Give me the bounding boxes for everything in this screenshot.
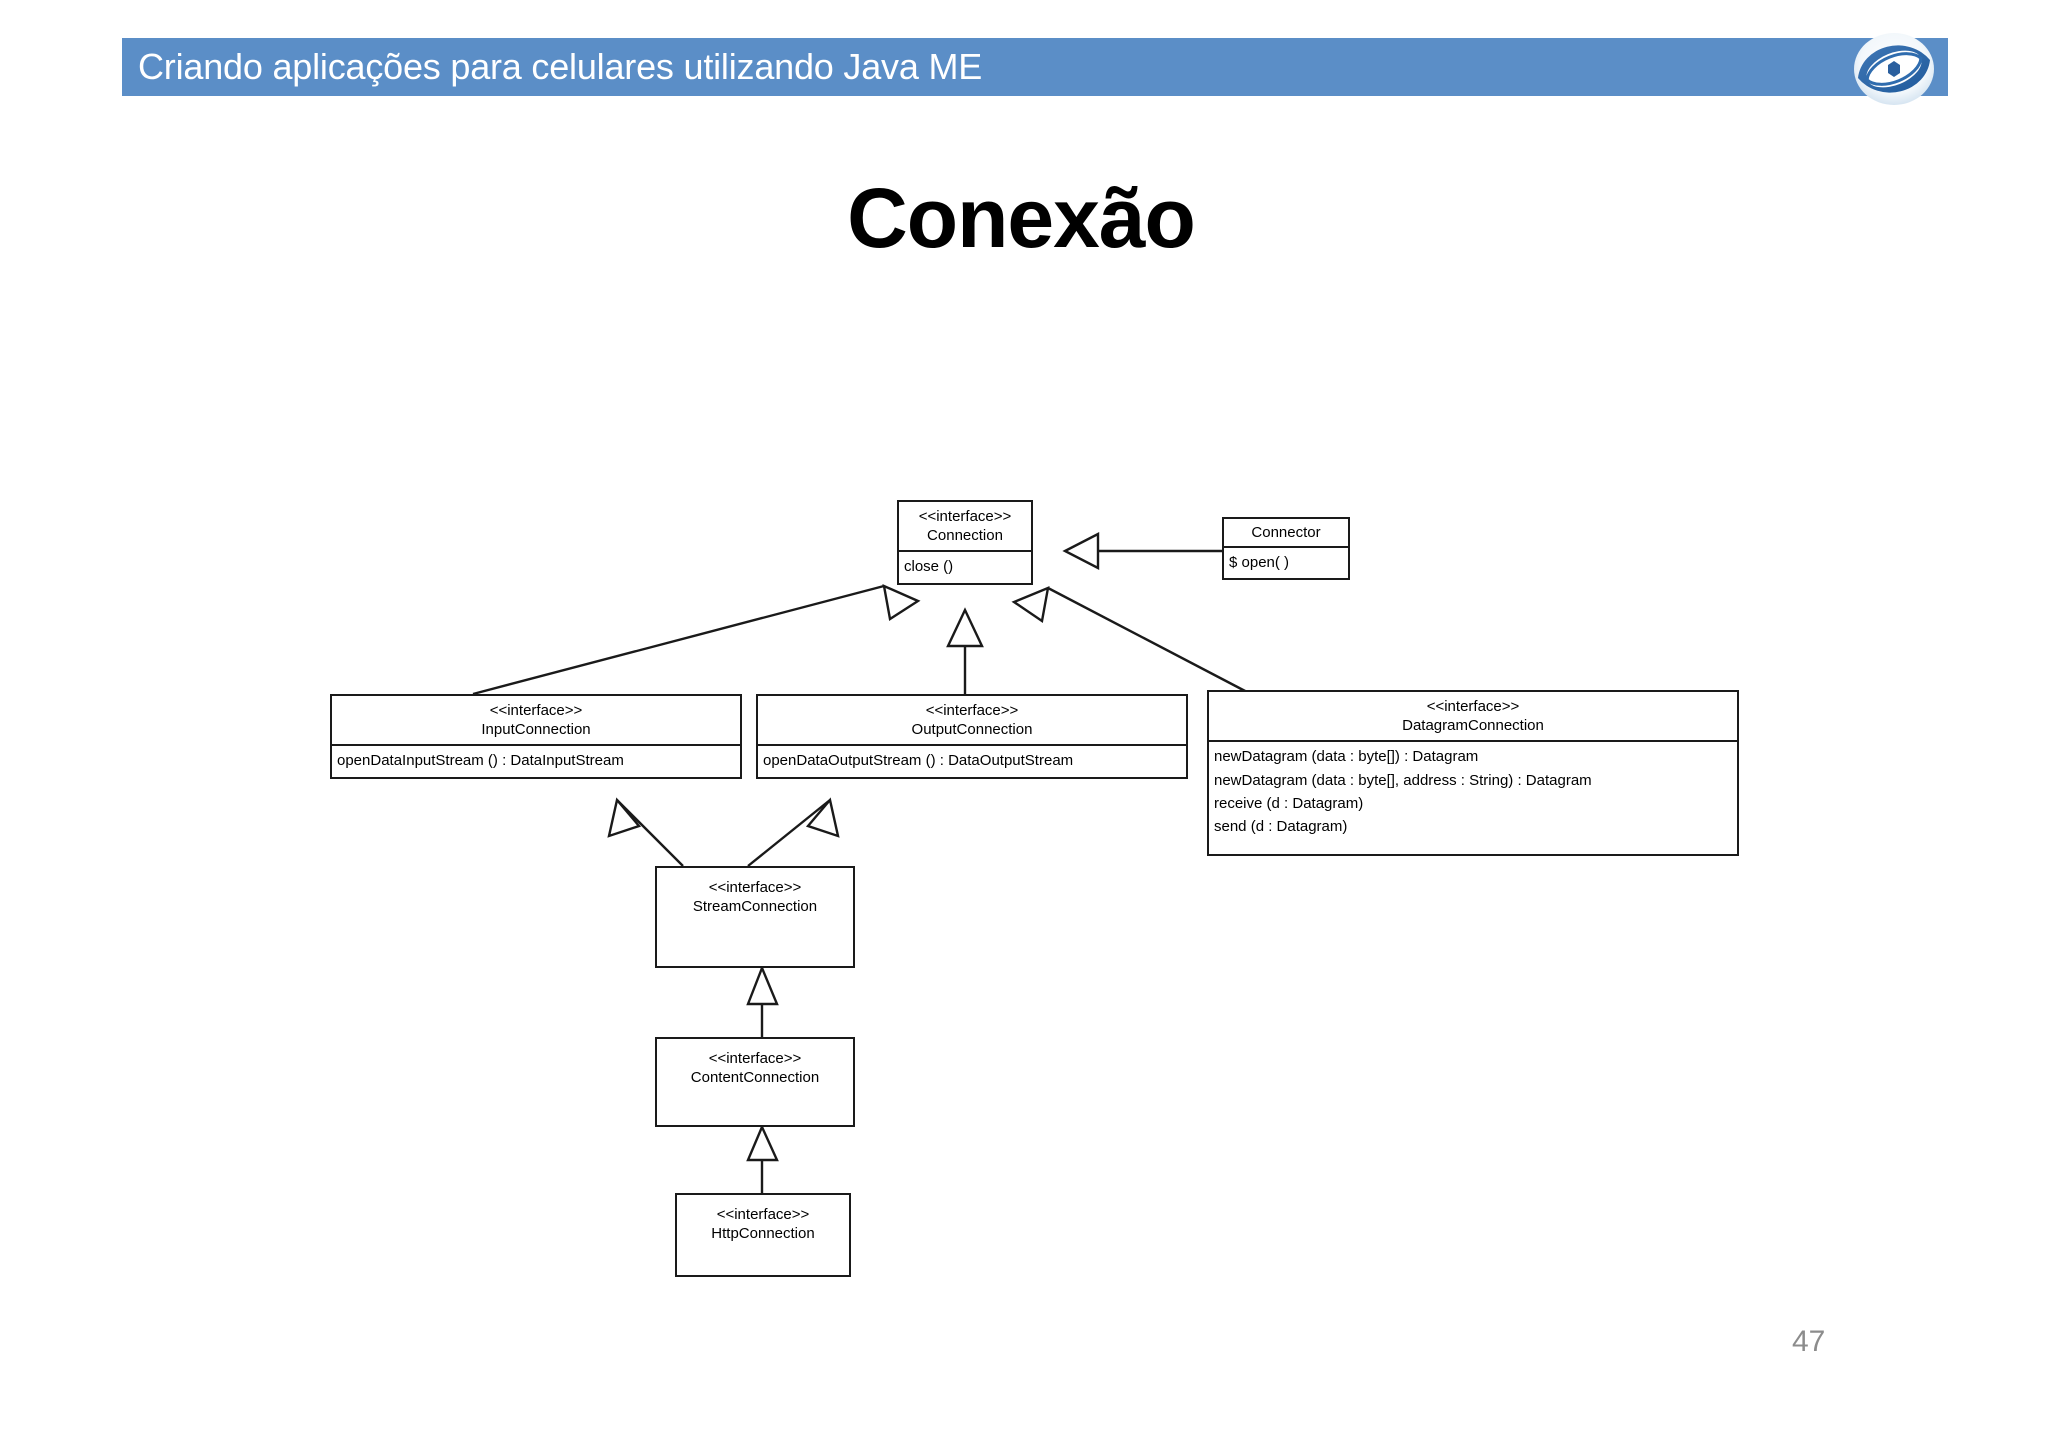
- class-name: ContentConnection: [690, 1069, 820, 1087]
- uml-header-connector: Connector: [1224, 519, 1348, 546]
- class-name: DatagramConnection: [1402, 717, 1544, 735]
- class-name: Connector: [1251, 524, 1321, 541]
- divider: [1209, 740, 1737, 743]
- arrowhead-connector: [1062, 532, 1100, 570]
- stereotype-label: <<interface>>: [708, 879, 802, 896]
- member-new-datagram-2: newDatagram (data : byte[], address : St…: [1214, 771, 1592, 789]
- member-open-data-input-stream: openDataInputStream () : DataInputStream: [337, 752, 624, 770]
- member-open: $ open( ): [1229, 554, 1290, 572]
- uml-header-output-connection: <<interface>> OutputConnection: [758, 696, 1186, 744]
- divider: [758, 744, 1186, 747]
- divider: [899, 550, 1031, 553]
- member-send: send (d : Datagram): [1214, 818, 1348, 836]
- stereotype-label: <<interface>>: [716, 1206, 810, 1223]
- uml-box-stream-connection: <<interface>> StreamConnection: [655, 866, 855, 968]
- arrowhead-datagramconnection: [1011, 586, 1050, 624]
- header-title: Criando aplicações para celulares utiliz…: [138, 46, 983, 87]
- slide-title: Conexão: [0, 170, 2048, 267]
- stereotype-label: <<interface>>: [489, 702, 583, 719]
- stereotype-label: <<interface>>: [918, 508, 1012, 525]
- edge-inputconnection-to-connection: [472, 584, 885, 696]
- class-name: InputConnection: [481, 721, 591, 739]
- edge-streamconnection-to-inputconnection: [616, 799, 684, 867]
- uml-header-connection: <<interface>> Connection: [899, 502, 1031, 550]
- uml-header-input-connection: <<interface>> InputConnection: [332, 696, 740, 744]
- uml-box-output-connection: <<interface>> OutputConnection openDataO…: [756, 694, 1188, 779]
- uml-box-content-connection: <<interface>> ContentConnection: [655, 1037, 855, 1127]
- arrowhead-outputconnection: [946, 607, 984, 648]
- arrowhead-contentconnection: [746, 964, 779, 1006]
- uml-header-content-connection: <<interface>> ContentConnection: [657, 1039, 853, 1092]
- arrowhead-streamconnection-right: [805, 797, 840, 838]
- stereotype-label: <<interface>>: [708, 1050, 802, 1067]
- uml-members-connector: $ open( ): [1224, 548, 1348, 578]
- class-name: OutputConnection: [911, 721, 1033, 739]
- arrowhead-httpconnection: [746, 1124, 779, 1162]
- member-close: close (): [904, 558, 954, 576]
- eye-logo: [1838, 30, 1950, 108]
- edge-streamconnection-to-outputconnection: [747, 799, 831, 867]
- uml-header-stream-connection: <<interface>> StreamConnection: [657, 868, 853, 921]
- divider: [1224, 546, 1348, 549]
- stereotype-label: <<interface>>: [1426, 698, 1520, 715]
- slide-title-text: Conexão: [847, 171, 1196, 265]
- uml-header-datagram-connection: <<interface>> DatagramConnection: [1209, 692, 1737, 740]
- uml-members-input-connection: openDataInputStream () : DataInputStream: [332, 746, 740, 776]
- divider: [332, 744, 740, 747]
- class-name: StreamConnection: [692, 898, 818, 916]
- uml-box-datagram-connection: <<interface>> DatagramConnection newData…: [1207, 690, 1739, 857]
- member-receive: receive (d : Datagram): [1214, 794, 1364, 812]
- member-new-datagram-1: newDatagram (data : byte[]) : Datagram: [1214, 748, 1479, 766]
- arrowhead-inputconnection: [882, 583, 921, 621]
- uml-box-http-connection: <<interface>> HttpConnection: [675, 1193, 851, 1277]
- class-name: Connection: [927, 527, 1003, 545]
- header-bar: [122, 38, 1948, 96]
- uml-members-connection: close (): [899, 552, 1031, 582]
- member-open-data-output-stream: openDataOutputStream () : DataOutputStre…: [763, 752, 1074, 770]
- stereotype-label: <<interface>>: [925, 702, 1019, 719]
- uml-members-output-connection: openDataOutputStream () : DataOutputStre…: [758, 746, 1186, 776]
- arrowhead-streamconnection-left: [607, 797, 642, 838]
- page-number: 47: [1792, 1325, 1826, 1358]
- class-name: HttpConnection: [711, 1225, 815, 1243]
- uml-header-http-connection: <<interface>> HttpConnection: [677, 1195, 849, 1248]
- edge-datagramconnection-to-connection: [1047, 586, 1248, 694]
- uml-box-input-connection: <<interface>> InputConnection openDataIn…: [330, 694, 742, 779]
- uml-box-connector: Connector $ open( ): [1222, 517, 1350, 581]
- uml-members-datagram-connection: newDatagram (data : byte[]) : Datagram n…: [1209, 742, 1737, 854]
- uml-box-connection: <<interface>> Connection close (): [897, 500, 1033, 585]
